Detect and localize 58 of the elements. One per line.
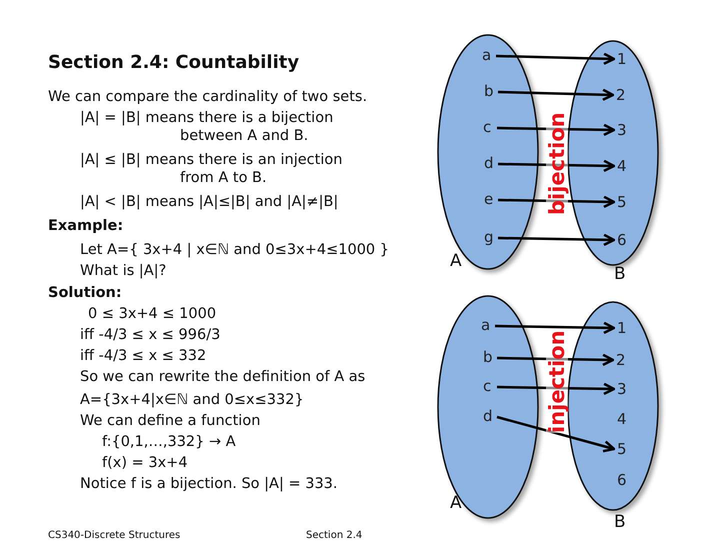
set-element: c bbox=[483, 377, 492, 395]
set-name: B bbox=[614, 512, 626, 532]
section-heading: Example: bbox=[48, 217, 124, 235]
set-element: 2 bbox=[616, 351, 626, 369]
set-element: 6 bbox=[617, 231, 627, 249]
body-text: |A| ≤ |B| means there is an injection from A to B. bbox=[80, 151, 344, 187]
set-name: B bbox=[614, 264, 626, 284]
set-element: 6 bbox=[617, 471, 627, 489]
arrow bbox=[496, 416, 616, 452]
body-text: So we can rewrite the definition of A as bbox=[80, 368, 366, 386]
set-element: b bbox=[483, 348, 493, 366]
set-element: 5 bbox=[617, 440, 627, 458]
set-element: 1 bbox=[617, 50, 627, 68]
body-text: What is |A|? bbox=[80, 262, 166, 280]
set-element: 2 bbox=[616, 86, 626, 104]
set-element: g bbox=[484, 228, 494, 246]
set-element: a bbox=[481, 316, 490, 334]
arrow bbox=[498, 160, 616, 172]
set-element: 1 bbox=[617, 319, 627, 337]
set-element: d bbox=[484, 154, 494, 172]
footer-text: CS340-Discrete Structures bbox=[48, 529, 180, 543]
set-element: 4 bbox=[617, 157, 627, 175]
function-type-label: injection bbox=[546, 333, 568, 433]
body-text: f:{0,1,…,332} → A bbox=[102, 433, 236, 451]
body-text: f(x) = 3x+4 bbox=[102, 454, 188, 472]
arrow bbox=[496, 354, 614, 366]
arrow bbox=[498, 196, 616, 208]
section-heading: Solution: bbox=[48, 284, 122, 302]
body-text: We can compare the cardinality of two sets. bbox=[48, 88, 368, 106]
body-text: Let A={ 3x+4 | x∈ℕ and 0≤3x+4≤1000 } bbox=[80, 241, 389, 259]
footer-text: Section 2.4 bbox=[306, 529, 362, 543]
arrow bbox=[496, 124, 616, 136]
body-text: A={3x+4|x∈ℕ and 0≤x≤332} bbox=[80, 391, 304, 409]
set-element: d bbox=[483, 407, 493, 425]
arrow bbox=[498, 88, 614, 101]
set-element: 5 bbox=[617, 193, 627, 211]
arrow bbox=[496, 382, 616, 396]
body-text: |A| = |B| means there is a bijection between A and B. bbox=[80, 109, 334, 145]
body-text: |A| < |B| means |A|≤|B| and |A|≠|B| bbox=[80, 193, 338, 211]
body-text: 0 ≤ 3x+4 ≤ 1000 bbox=[88, 305, 216, 323]
set-name: A bbox=[450, 493, 462, 513]
arrow bbox=[496, 52, 616, 65]
slide-title: Section 2.4: Countability bbox=[48, 54, 300, 72]
arrow bbox=[498, 234, 616, 246]
set-element: b bbox=[484, 82, 494, 100]
function-type-label: bijection bbox=[546, 115, 568, 215]
set-element: c bbox=[483, 118, 492, 136]
set-name: A bbox=[450, 251, 462, 271]
set-element: 4 bbox=[617, 410, 627, 428]
body-text: We can define a function bbox=[80, 412, 260, 430]
body-text: iff -4/3 ≤ x ≤ 332 bbox=[80, 347, 206, 365]
set-element: 3 bbox=[617, 121, 627, 139]
set-element: 3 bbox=[617, 380, 627, 398]
body-text: Notice f is a bijection. So |A| = 333. bbox=[80, 475, 338, 493]
arrow bbox=[494, 322, 616, 334]
set-element: a bbox=[482, 46, 492, 64]
body-text: iff -4/3 ≤ x ≤ 996/3 bbox=[80, 326, 220, 344]
set-element: e bbox=[484, 190, 494, 208]
